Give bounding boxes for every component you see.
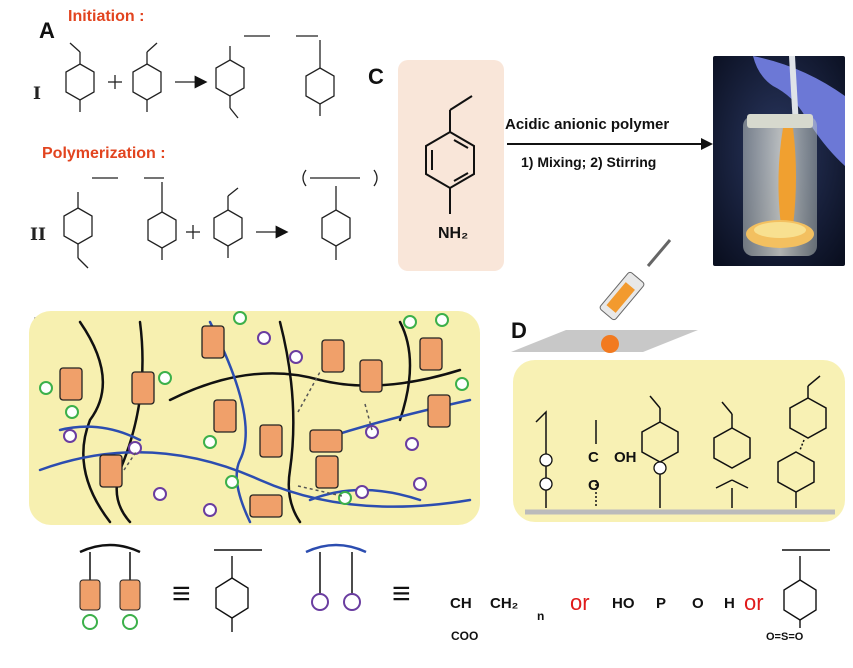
legend-or-1: or <box>570 590 590 615</box>
hydrogel-photo <box>713 56 845 266</box>
carboxyl-carbon: C <box>588 449 599 466</box>
arrow-label-top: Acidic anionic polymer <box>505 116 670 133</box>
step-two-label: II <box>30 225 46 245</box>
legend-ppa-ho: HO <box>612 595 635 612</box>
legend-equiv-1: ≡ <box>172 575 191 611</box>
vinylaniline-monomer: NH₂ <box>425 95 475 242</box>
legend-pani-symbol <box>79 543 141 630</box>
monomer-box <box>398 60 504 271</box>
chain-ring-2 <box>147 182 177 260</box>
legend-pss-repeat <box>782 549 830 628</box>
polymerization-title: Polymerization : <box>42 145 166 162</box>
initiation-title: Initiation : <box>68 8 145 25</box>
legend-n-1: n <box>537 609 544 623</box>
dimer-ring-2 <box>305 40 335 116</box>
panel-c-arrow <box>507 138 713 150</box>
panel-c-label: C <box>368 64 384 89</box>
legend-ppa-p: P <box>656 595 666 612</box>
monomer-amine-label: NH₂ <box>438 225 468 242</box>
legend-ppa-o: O <box>692 595 704 612</box>
legend-ppa-h: H <box>724 595 735 612</box>
polyaniline-ring <box>302 169 378 260</box>
dimer-ring-1 <box>215 35 318 119</box>
legend-equiv-2: ≡ <box>392 575 411 611</box>
legend-paa-ch: CH <box>450 595 472 612</box>
panel-a-label: A <box>39 18 55 43</box>
anilinium-ring-1 <box>132 42 162 112</box>
legend-anion-symbol <box>305 543 367 611</box>
legend-pss-so3: O=S=O <box>766 631 804 643</box>
vinylaniline-ring-1 <box>65 42 95 112</box>
legend-paa-ch2: CH₂ <box>490 595 518 612</box>
legend-paa-coo: COO <box>451 629 478 643</box>
plus-sign-2 <box>186 225 200 239</box>
arrow-label-bottom: 1) Mixing; 2) Stirring <box>521 154 657 170</box>
chain-ring-1 <box>63 177 164 269</box>
anilinium-ring-2 <box>213 187 243 258</box>
panel-d-label: D <box>511 318 527 343</box>
step-one-label: I <box>33 84 41 104</box>
legend-pani-repeat <box>214 549 262 632</box>
carboxyl-oxygen: O <box>588 477 600 494</box>
plus-sign-1 <box>108 75 122 89</box>
carboxyl-hydroxyl: OH <box>614 449 637 466</box>
legend-or-2: or <box>744 590 764 615</box>
syringe-icon <box>599 239 672 353</box>
